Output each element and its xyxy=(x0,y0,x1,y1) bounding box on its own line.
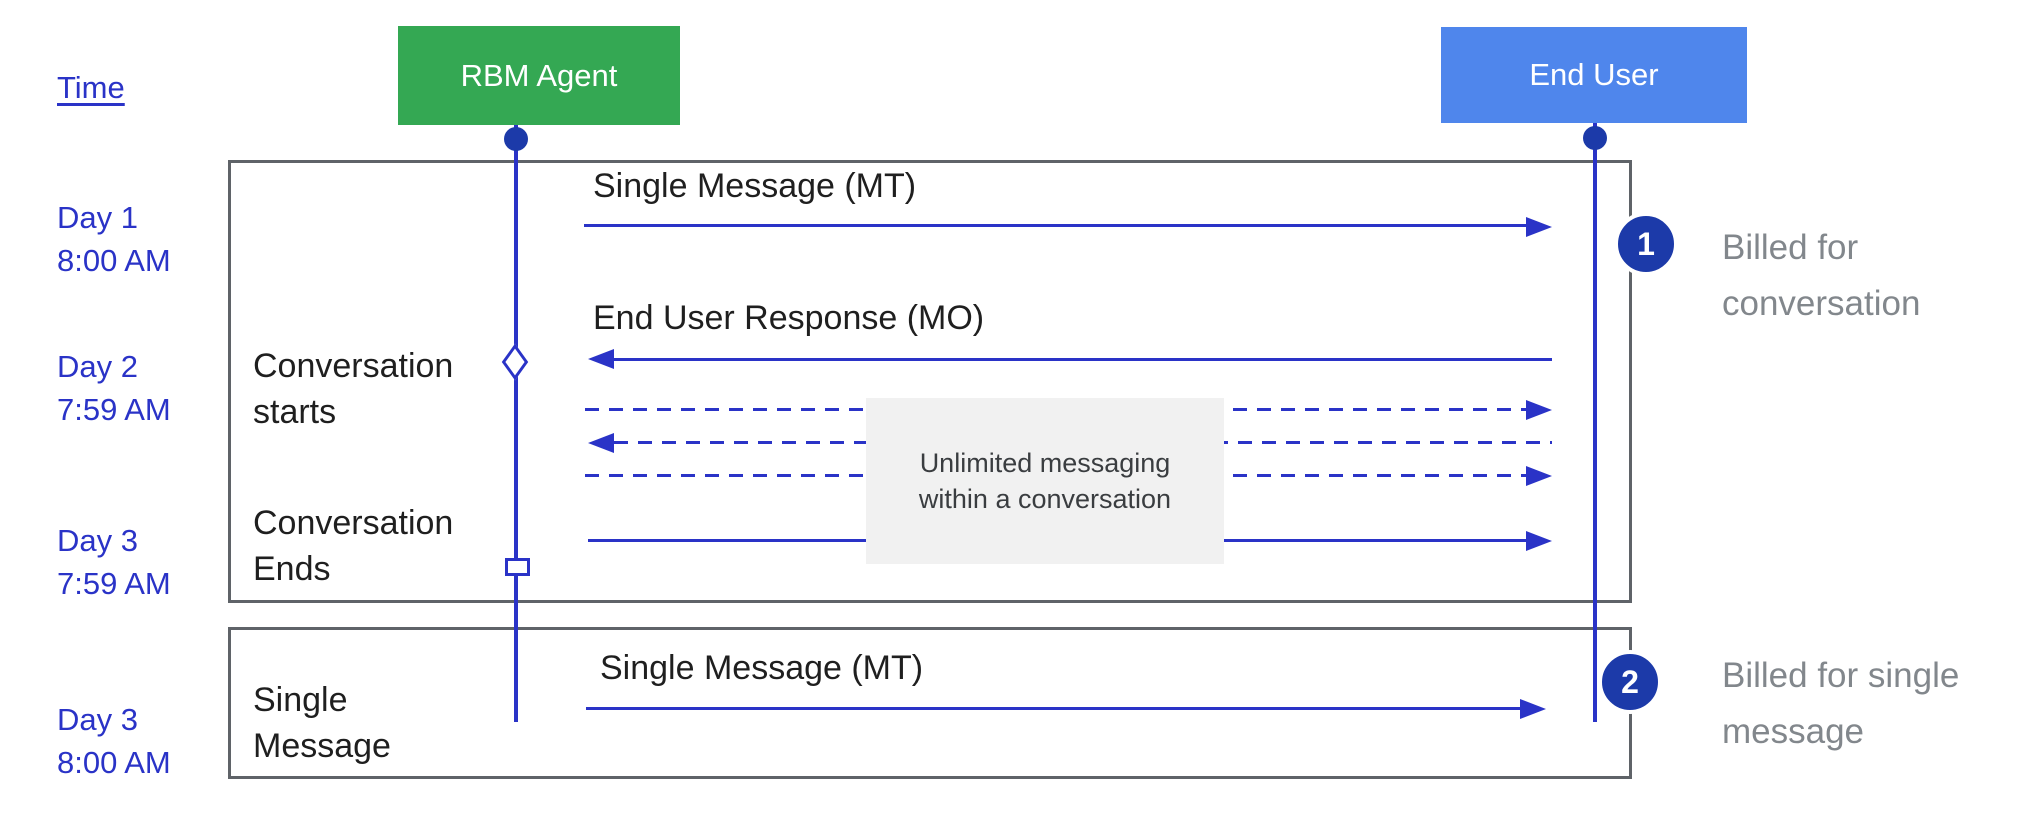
timeline-entry-day1: Day 1 8:00 AM xyxy=(57,196,247,282)
time-axis-label: Time xyxy=(57,70,125,105)
rbm-agent-lifeline xyxy=(514,125,518,722)
arrowhead-left-mo xyxy=(588,349,614,369)
end-user-lifeline-dot xyxy=(1583,126,1607,150)
conversation-billing-frame xyxy=(228,160,1632,603)
timeline-day: Day 2 xyxy=(57,349,138,384)
billing-badge-2: 2 xyxy=(1598,650,1662,714)
end-user-lifeline xyxy=(1593,123,1597,722)
timeline-time: 8:00 AM xyxy=(57,745,171,780)
timeline-day: Day 1 xyxy=(57,200,138,235)
message-label-end-user-response-mo: End User Response (MO) xyxy=(593,299,985,337)
conversation-end-square-marker xyxy=(505,558,530,576)
arrowhead-right-mt-2 xyxy=(1520,699,1546,719)
unlimited-note-line1: Unlimited messaging xyxy=(919,448,1171,478)
arrowhead-right-last-message xyxy=(1526,531,1552,551)
conversation-ends-label: Conversation Ends xyxy=(253,504,454,588)
billing-caption-1: Billed for conversation xyxy=(1722,228,1921,323)
billing-badge-1: 1 xyxy=(1614,212,1678,276)
arrow-line-mo xyxy=(614,358,1552,361)
message-label-single-message-mt: Single Message (MT) xyxy=(593,167,917,205)
timeline-entry-day2: Day 2 7:59 AM xyxy=(57,345,247,431)
conversation-starts-label: Conversation starts xyxy=(253,347,454,431)
actor-end-user: End User xyxy=(1441,27,1747,123)
timeline-day: Day 3 xyxy=(57,523,138,558)
billing-caption-2: Billed for single message xyxy=(1722,656,1960,751)
rbm-agent-lifeline-dot xyxy=(504,127,528,151)
message-label-single-message-mt-2: Single Message (MT) xyxy=(600,649,924,687)
single-message-label: Single Message xyxy=(253,681,391,765)
arrow-line-mt xyxy=(584,224,1526,227)
unlimited-messaging-note: Unlimited messaging within a conversatio… xyxy=(866,398,1224,564)
timeline-entry-day3b: Day 3 8:00 AM xyxy=(57,698,247,784)
timeline-day: Day 3 xyxy=(57,702,138,737)
dashed-arrowhead-right-3 xyxy=(1526,466,1552,486)
arrow-line-mt-2 xyxy=(586,707,1520,710)
timeline-time: 8:00 AM xyxy=(57,243,171,278)
actor-rbm-agent: RBM Agent xyxy=(398,26,680,125)
dashed-arrowhead-right-1 xyxy=(1526,400,1552,420)
single-message-billing-frame xyxy=(228,627,1632,779)
timeline-entry-day3a: Day 3 7:59 AM xyxy=(57,519,247,605)
arrowhead-right-mt xyxy=(1526,217,1552,237)
timeline-time: 7:59 AM xyxy=(57,392,171,427)
dashed-arrowhead-left-2 xyxy=(588,433,614,453)
unlimited-note-line2: within a conversation xyxy=(918,484,1172,514)
timeline-time: 7:59 AM xyxy=(57,566,171,601)
